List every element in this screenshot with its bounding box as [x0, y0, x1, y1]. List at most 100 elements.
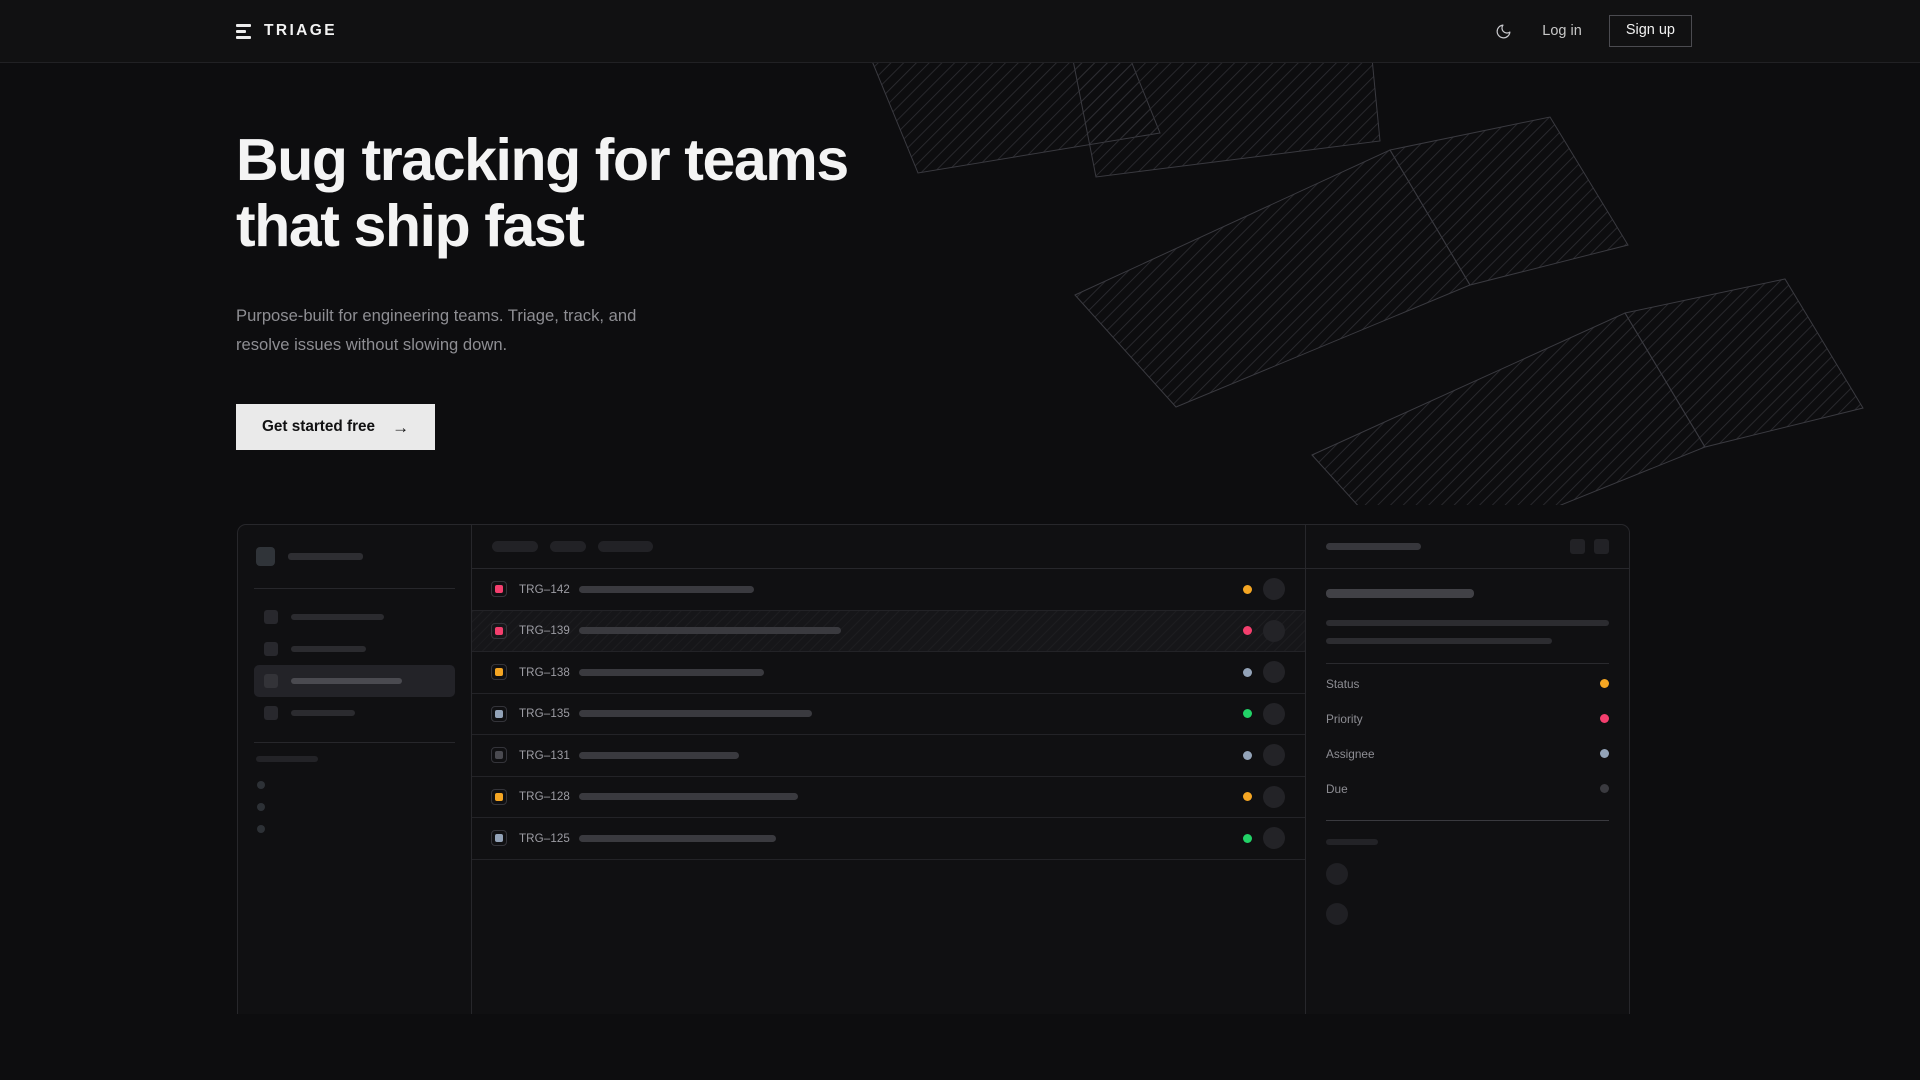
- workspace-avatar: [256, 547, 275, 566]
- sidebar-sublist: [254, 774, 455, 840]
- status-indicator: [1243, 833, 1252, 843]
- avatar: [1326, 863, 1348, 885]
- workspace-switcher[interactable]: [254, 541, 455, 572]
- sidebar-nav-item-4[interactable]: [254, 697, 455, 729]
- sidebar-sublist-item[interactable]: [254, 796, 455, 818]
- hero-section: Bug tracking for teams that ship fast Pu…: [0, 127, 1920, 451]
- table-row[interactable]: TRG–135: [472, 694, 1305, 735]
- sidebar-item-label-placeholder: [291, 678, 402, 684]
- issue-title-placeholder: [579, 710, 812, 718]
- hero-subtitle: Purpose-built for engineering teams. Tri…: [236, 306, 637, 354]
- issue-id: TRG–142: [519, 582, 570, 596]
- issue-id: TRG–135: [519, 707, 570, 721]
- filter-chip-3[interactable]: [598, 541, 653, 552]
- detail-action-1[interactable]: [1570, 539, 1585, 554]
- detail-field-priority[interactable]: Priority: [1326, 703, 1609, 734]
- detail-description-line: [1326, 620, 1609, 626]
- detail-action-2[interactable]: [1594, 539, 1609, 554]
- priority-badge: [491, 622, 507, 639]
- issue-id: TRG–131: [519, 748, 570, 762]
- signup-button[interactable]: Sign up: [1608, 14, 1692, 48]
- detail-field-status[interactable]: Status: [1326, 668, 1609, 699]
- avatar: [1263, 619, 1285, 642]
- priority-badge: [491, 830, 507, 847]
- bullet-icon: [257, 781, 265, 789]
- row-meta: [1227, 827, 1285, 850]
- sidebar-nav-item-1[interactable]: [254, 601, 455, 633]
- sidebar-sublist-item[interactable]: [254, 774, 455, 796]
- field-label: Status: [1326, 676, 1360, 691]
- sidebar-nav-item-2[interactable]: [254, 633, 455, 665]
- row-meta: [1227, 578, 1285, 601]
- sidebar-sublist-item[interactable]: [254, 818, 455, 840]
- table-row[interactable]: TRG–138: [472, 652, 1305, 694]
- sidebar-nav-item-3[interactable]: [254, 665, 455, 697]
- row-meta: [1227, 619, 1285, 642]
- issue-title-placeholder: [579, 834, 776, 842]
- field-value-indicator: [1600, 784, 1609, 793]
- moon-icon[interactable]: [1491, 19, 1515, 43]
- priority-badge: [491, 664, 507, 681]
- sidebar-item-icon: [264, 706, 278, 720]
- issue-title-placeholder: [579, 793, 798, 801]
- field-label: Assignee: [1326, 746, 1375, 761]
- sidebar-item-label-placeholder: [291, 614, 384, 620]
- status-indicator: [1243, 667, 1252, 677]
- activity-avatars: [1326, 863, 1609, 925]
- detail-field-due[interactable]: Due: [1326, 773, 1609, 804]
- sidebar-section-label: [256, 756, 318, 762]
- table-row[interactable]: TRG–139: [472, 610, 1305, 652]
- sidebar-item-icon: [264, 642, 278, 656]
- issue-id: TRG–138: [519, 665, 570, 679]
- sidebar-nav: [254, 601, 455, 729]
- issue-title-placeholder: [579, 627, 841, 635]
- table-row[interactable]: TRG–128: [472, 777, 1305, 818]
- detail-divider: [1326, 663, 1609, 664]
- login-link[interactable]: Log in: [1542, 23, 1582, 39]
- detail-title-placeholder: [1326, 589, 1474, 598]
- brand-logo[interactable]: TRIAGE: [236, 22, 337, 40]
- filter-chip-2[interactable]: [550, 541, 586, 552]
- arrow-right-icon: →: [392, 417, 410, 437]
- detail-header-actions: [1570, 539, 1609, 554]
- bullet-icon: [257, 803, 265, 811]
- list-toolbar: [472, 525, 1305, 569]
- issue-title-placeholder: [579, 751, 739, 759]
- stacked-bars-icon: [236, 23, 251, 39]
- issue-id: TRG–139: [519, 624, 570, 638]
- filter-chip-1[interactable]: [492, 541, 538, 552]
- avatar: [1263, 578, 1285, 601]
- issue-title-placeholder: [579, 668, 764, 676]
- priority-badge: [491, 788, 507, 805]
- detail-field-assignee[interactable]: Assignee: [1326, 738, 1609, 769]
- activity-section-label: [1326, 839, 1378, 845]
- brand-name: TRIAGE: [264, 22, 337, 39]
- field-label: Priority: [1326, 711, 1363, 726]
- priority-badge: [491, 705, 507, 722]
- workspace-name-placeholder: [288, 553, 363, 560]
- mockup-sidebar: [238, 525, 472, 1014]
- page-title: Bug tracking for teams that ship fast: [236, 127, 849, 260]
- avatar: [1263, 744, 1285, 767]
- detail-divider-activity: [1326, 820, 1609, 821]
- bullet-icon: [257, 825, 265, 833]
- row-meta: [1227, 702, 1285, 725]
- table-row[interactable]: TRG–142: [472, 569, 1305, 611]
- get-started-button[interactable]: Get started free →: [236, 404, 436, 451]
- field-value-indicator: [1600, 679, 1609, 688]
- avatar: [1263, 827, 1285, 850]
- detail-breadcrumb-placeholder: [1326, 543, 1421, 550]
- table-row[interactable]: TRG–125: [472, 818, 1305, 860]
- detail-header: [1306, 525, 1629, 569]
- sidebar-item-label-placeholder: [291, 646, 366, 652]
- cta-label: Get started free: [262, 418, 376, 436]
- table-row[interactable]: TRG–131: [472, 735, 1305, 777]
- sidebar-divider-bottom: [254, 742, 455, 743]
